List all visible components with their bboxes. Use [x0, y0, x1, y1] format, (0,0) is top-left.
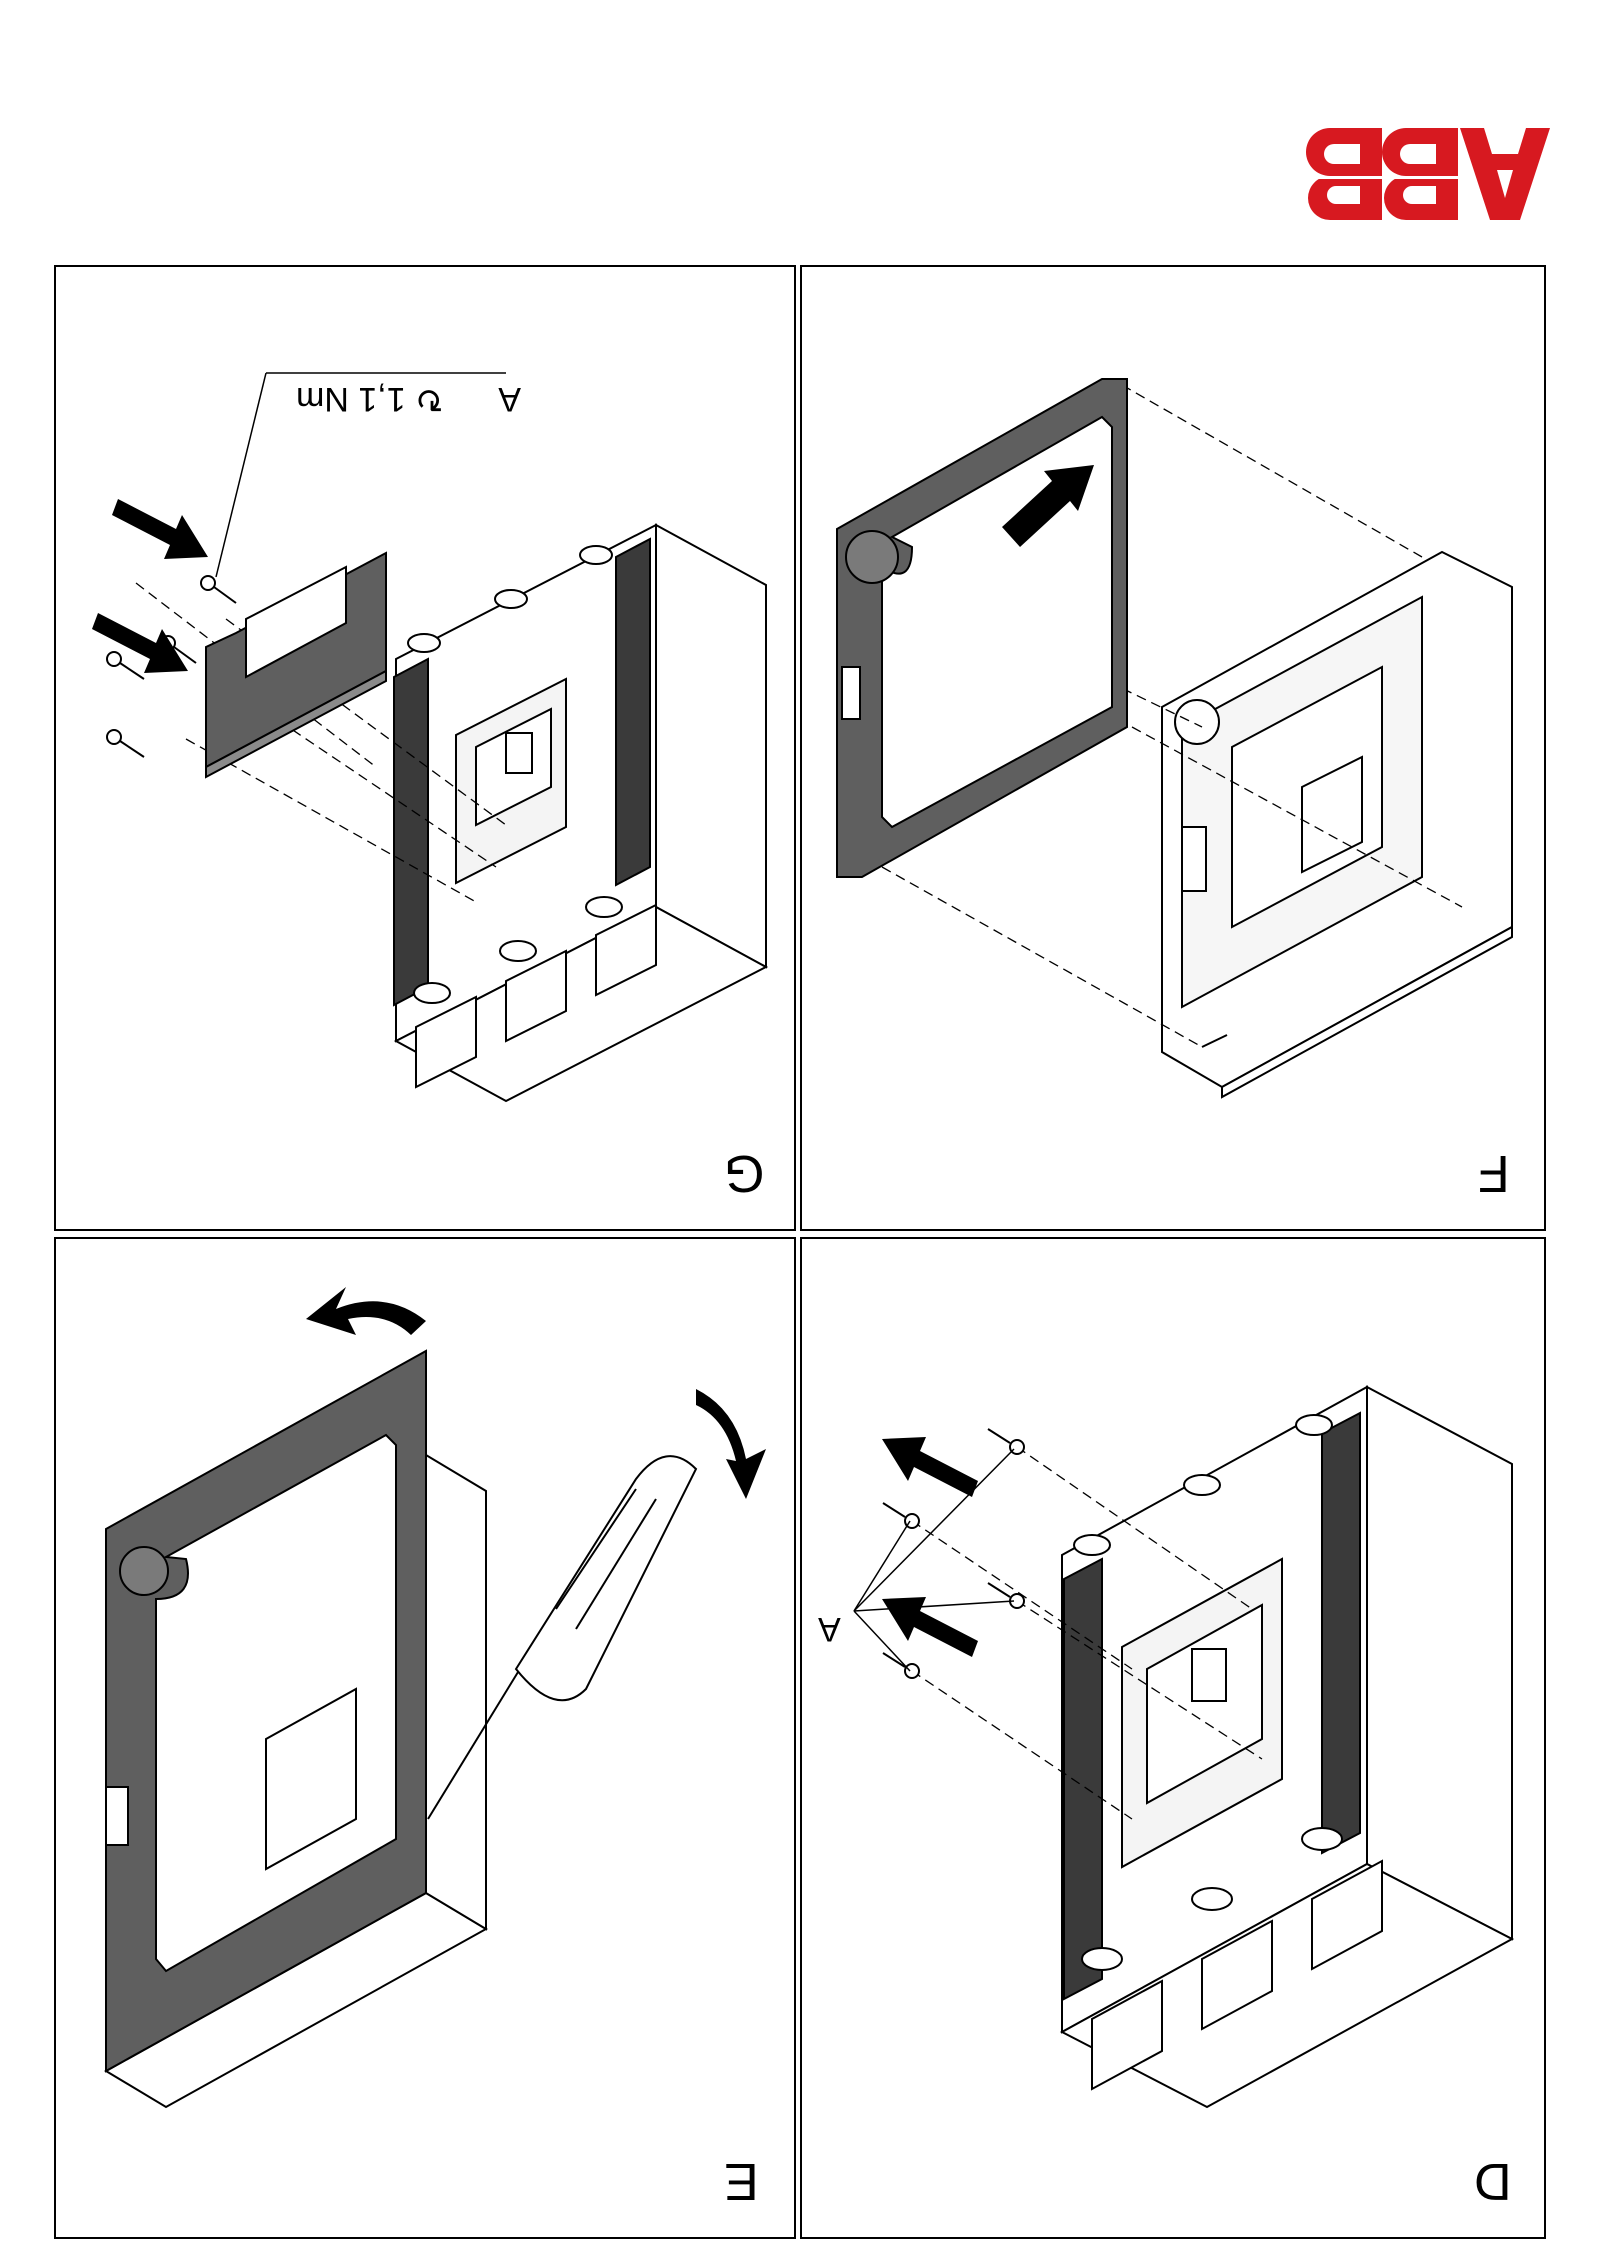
step-label-d: D	[1474, 2152, 1512, 2210]
panel-d: A D	[800, 1237, 1546, 2239]
panel-e: E	[54, 1237, 796, 2239]
torque-value: 1,1 Nm	[296, 380, 406, 418]
torque-icon: ↻	[415, 380, 444, 418]
torque-ref-letter: A	[500, 380, 522, 418]
panel-g: A ↻ 1,1 Nm G	[54, 265, 796, 1231]
step-label-g: G	[724, 1144, 765, 1202]
torque-callout: A ↻ 1,1 Nm	[296, 379, 521, 419]
panel-d-drawing	[853, 1385, 1515, 2109]
panel-e-drawing	[104, 1287, 766, 2109]
abb-logo	[1305, 128, 1550, 220]
panel-g-drawing	[92, 372, 769, 1103]
callout-a-d: A	[818, 1610, 841, 1648]
step-label-e: E	[724, 2152, 759, 2210]
step-label-f: F	[1478, 1144, 1510, 1202]
panel-f: F	[800, 265, 1546, 1231]
panel-f-drawing	[836, 378, 1513, 1099]
